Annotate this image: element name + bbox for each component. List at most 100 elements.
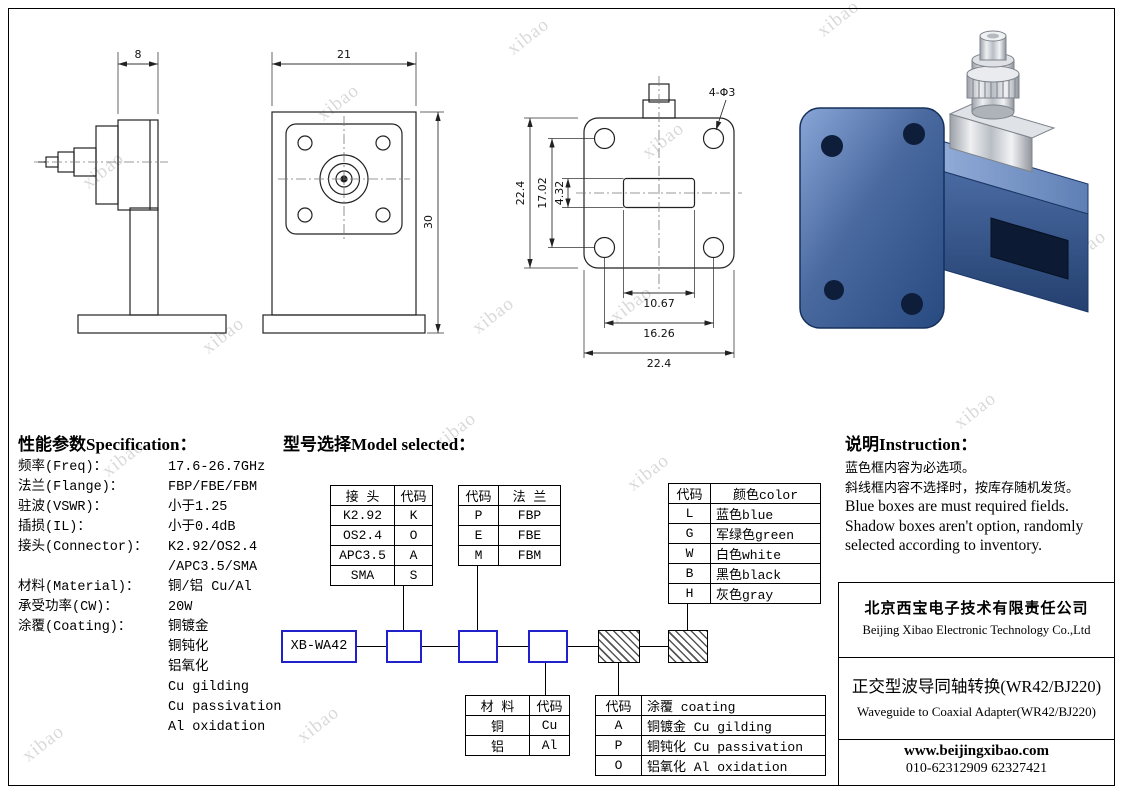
coating-code-slot (598, 630, 640, 663)
table-cell: 军绿色green (710, 523, 821, 544)
center-pin (987, 33, 999, 39)
spec-value: Cu gilding (168, 680, 250, 695)
spec-title: 性能参数Specification： (18, 435, 197, 454)
front-view (262, 111, 426, 334)
waveguide-aperture-3d (990, 217, 1069, 280)
spec-label (18, 678, 168, 698)
flange-bolt-hole-3d (824, 280, 844, 300)
spec-row: 插损(IL)： 小于0.4dB (18, 518, 278, 538)
flange-plate-3d (799, 107, 945, 329)
table-cell: 铜 (465, 715, 530, 736)
spec-value: K2.92/OS2.4 (168, 540, 258, 555)
flange-bolt-hole-3d (901, 293, 923, 315)
spec-label: 插损(IL)： (18, 520, 91, 535)
phone-text: 010-62312909 62327421 (905, 761, 1048, 776)
bolt-hole (593, 127, 616, 150)
table-cell: W (668, 543, 711, 564)
table-row: 代码 颜色color (668, 483, 821, 504)
spec-row: 驻波(VSWR)：小于1.25 (18, 498, 278, 518)
table-header-cell: 法 兰 (498, 485, 561, 506)
spec-value: 铝氧化 (168, 660, 209, 675)
table-cell: K2.92 (330, 505, 395, 526)
spec-value: 铜钝化 (168, 640, 209, 655)
table-row: 代码 法 兰 (458, 485, 561, 506)
company-box: 北京西宝电子技术有限责任公司 Beijing Xibao Electronic … (838, 582, 1115, 658)
spec-row: 材料(Material)：铜/铝 Cu/Al (18, 578, 278, 598)
spec-row: /APC3.5/SMA (18, 558, 278, 578)
spec-label (18, 698, 168, 718)
table-cell: K (394, 505, 433, 526)
table-cell: 蓝色blue (710, 503, 821, 524)
bolt-hole (593, 236, 616, 259)
instruction-title: 说明Instruction： (845, 435, 978, 454)
spec-value: 铜/铝 Cu/Al (168, 580, 252, 595)
table-cell: M (458, 545, 499, 566)
dim-front-height: 30 (422, 215, 435, 229)
flange-bolt-hole-3d (821, 135, 843, 157)
product-name-en: Waveguide to Coaxial Adapter(WR42/BJ220) (856, 704, 1097, 719)
connector-line (498, 646, 528, 647)
table-cell: 黑色black (710, 563, 821, 584)
table-cell: S (394, 565, 433, 586)
website-text: www.beijingxibao.com (903, 743, 1049, 759)
flange-code-slot (458, 630, 498, 663)
spec-row: Al oxidation (18, 718, 278, 738)
spec-row: 铝氧化 (18, 658, 278, 678)
table-cell: Cu (529, 715, 570, 736)
bolt-hole (702, 236, 725, 259)
dim-flange-width: 22.4 (647, 357, 672, 370)
connector-line (357, 646, 386, 647)
table-header-cell: 代码 (458, 485, 499, 506)
table-cell: P (458, 505, 499, 526)
table-header-cell: 接 头 (330, 485, 395, 506)
model-title: 型号选择Model selected： (283, 435, 476, 454)
product-3d-render (799, 30, 1089, 329)
table-cell: E (458, 525, 499, 546)
spec-row: 铜钝化 (18, 638, 278, 658)
instruction-line-en: Blue boxes are must required fields. (845, 498, 1069, 515)
spec-value: FBP/FBE/FBM (168, 480, 258, 495)
table-cell: A (394, 545, 433, 566)
spec-value: Cu passivation (168, 700, 282, 715)
connector-line (640, 646, 668, 647)
spec-label: 涂覆(Coating)： (18, 620, 132, 635)
table-cell: FBM (498, 545, 561, 566)
table-cell: O (595, 755, 642, 776)
table-header-cell: 代码 (529, 695, 570, 716)
spec-row: Cu passivation (18, 698, 282, 718)
spec-label: 接头(Connector)： (18, 540, 148, 555)
table-cell: H (668, 583, 711, 604)
product-name-cn: 正交型波导同轴转换(WR42/BJ220) (851, 677, 1102, 696)
front-view-centerlines (278, 116, 410, 242)
face-view-dimensions (524, 99, 735, 358)
dim-aperture-height: 4.32 (553, 181, 566, 206)
table-header-cell: 代码 (595, 695, 642, 716)
table-cell: Al (529, 735, 570, 756)
dim-hole-span-v: 17.02 (536, 177, 549, 209)
model-base-code-box: XB-WA42 (281, 630, 357, 663)
connector-code-slot (386, 630, 422, 663)
dim-flange-height: 22.4 (514, 181, 527, 206)
table-cell: 白色white (710, 543, 821, 564)
spec-row: 接头(Connector)： K2.92/OS2.4 (18, 538, 278, 558)
dim-side-width: 8 (135, 48, 142, 61)
connector-mount-front (949, 113, 1033, 173)
spec-row: 频率(Freq)：17.6-26.7GHz (18, 458, 278, 478)
page-border (8, 8, 1115, 786)
spec-value: 小于0.4dB (168, 520, 236, 535)
spec-value: Al oxidation (168, 720, 266, 735)
table-cell: P (595, 735, 642, 756)
model-base-code: XB-WA42 (290, 639, 348, 654)
spec-label (18, 638, 168, 658)
